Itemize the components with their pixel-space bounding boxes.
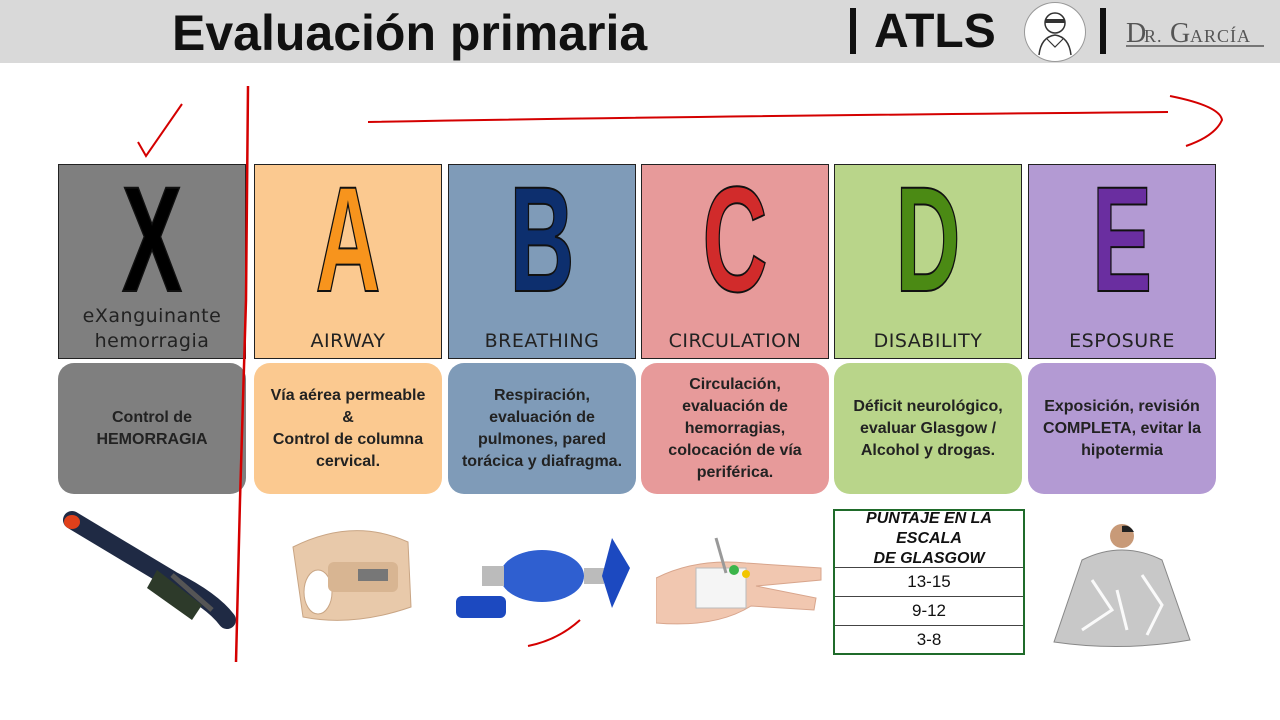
description-text-c: Circulación, evaluación de hemorragias, … [668, 375, 802, 481]
letter-a: A [315, 155, 381, 323]
doctor-avatar-logo [1024, 2, 1086, 62]
glasgow-table-title: PUNTAJE EN LA ESCALA DE GLASGOW [835, 510, 1023, 568]
iv-line-hand-image [656, 537, 822, 625]
author-signature-logo: D R. G ARCÍA [1126, 12, 1266, 60]
page-title: Evaluación primaria [172, 5, 648, 61]
description-text-d: Déficit neurológico, evaluar Glasgow / A… [853, 397, 1003, 459]
thermal-blanket-image [1053, 524, 1191, 648]
bag-valve-mask-image [456, 538, 630, 618]
svg-text:R.: R. [1144, 26, 1163, 46]
description-card-e: Exposición, revisión COMPLETA, evitar la… [1028, 363, 1216, 494]
description-text-x: Control de HEMORRAGIA [96, 408, 208, 448]
letter-box-d: D DISABILITY [834, 155, 1022, 359]
description-card-a: Vía aérea permeable & Control de columna… [254, 363, 442, 494]
box-label-a: AIRWAY [310, 330, 386, 352]
description-text-e: Exposición, revisión COMPLETA, evitar la… [1043, 397, 1201, 459]
svg-text:G: G [1170, 18, 1191, 49]
arrow-head-annotation [1169, 95, 1224, 147]
header-bar: Evaluación primaria ATLS D R. G ARCÍA [0, 0, 1280, 63]
svg-text:ARCÍA: ARCÍA [1190, 25, 1251, 46]
description-card-b: Respiración, evaluación de pulmones, par… [448, 363, 636, 494]
letter-box-a: A AIRWAY [254, 155, 442, 359]
letter-box-b: B BREATHING [448, 155, 636, 359]
letter-e: E [1091, 155, 1153, 323]
letter-d: D [895, 155, 961, 323]
checkmark-annotation [137, 103, 183, 158]
cervical-collar-image [292, 530, 412, 621]
description-card-x: Control de HEMORRAGIA [58, 363, 246, 494]
arrow-line-annotation [367, 111, 1169, 123]
box-label-e: ESPOSURE [1069, 330, 1175, 352]
underline-annotation [527, 619, 581, 647]
svg-text:D: D [1126, 18, 1147, 49]
letter-c: C [702, 155, 768, 323]
description-card-d: Déficit neurológico, evaluar Glasgow / A… [834, 363, 1022, 494]
description-text-a: Vía aérea permeable & Control de columna… [270, 386, 426, 470]
description-card-c: Circulación, evaluación de hemorragias, … [641, 363, 829, 494]
glasgow-scale-table: PUNTAJE EN LA ESCALA DE GLASGOW 13-15 9-… [833, 509, 1025, 655]
glasgow-row-severe: 3-8 [916, 630, 942, 649]
letter-x: X [121, 155, 183, 323]
title-divider [850, 8, 856, 54]
glasgow-row-moderate: 9-12 [835, 597, 1023, 626]
box-label-x: eXanguinante hemorragia [82, 305, 222, 352]
letter-b: B [509, 155, 575, 323]
letter-box-e: E ESPOSURE [1028, 155, 1216, 359]
tourniquet-image [63, 511, 236, 629]
box-label-d: DISABILITY [873, 330, 983, 352]
glasgow-row-mild: 13-15 [835, 568, 1023, 597]
vertical-divider-annotation [234, 85, 250, 663]
box-label-b: BREATHING [484, 330, 600, 352]
box-label-c: CIRCULATION [668, 330, 802, 352]
atls-brand: ATLS [874, 5, 996, 58]
description-text-b: Respiración, evaluación de pulmones, par… [461, 386, 623, 470]
logo-divider [1100, 8, 1106, 54]
letter-box-c: C CIRCULATION [641, 155, 829, 359]
